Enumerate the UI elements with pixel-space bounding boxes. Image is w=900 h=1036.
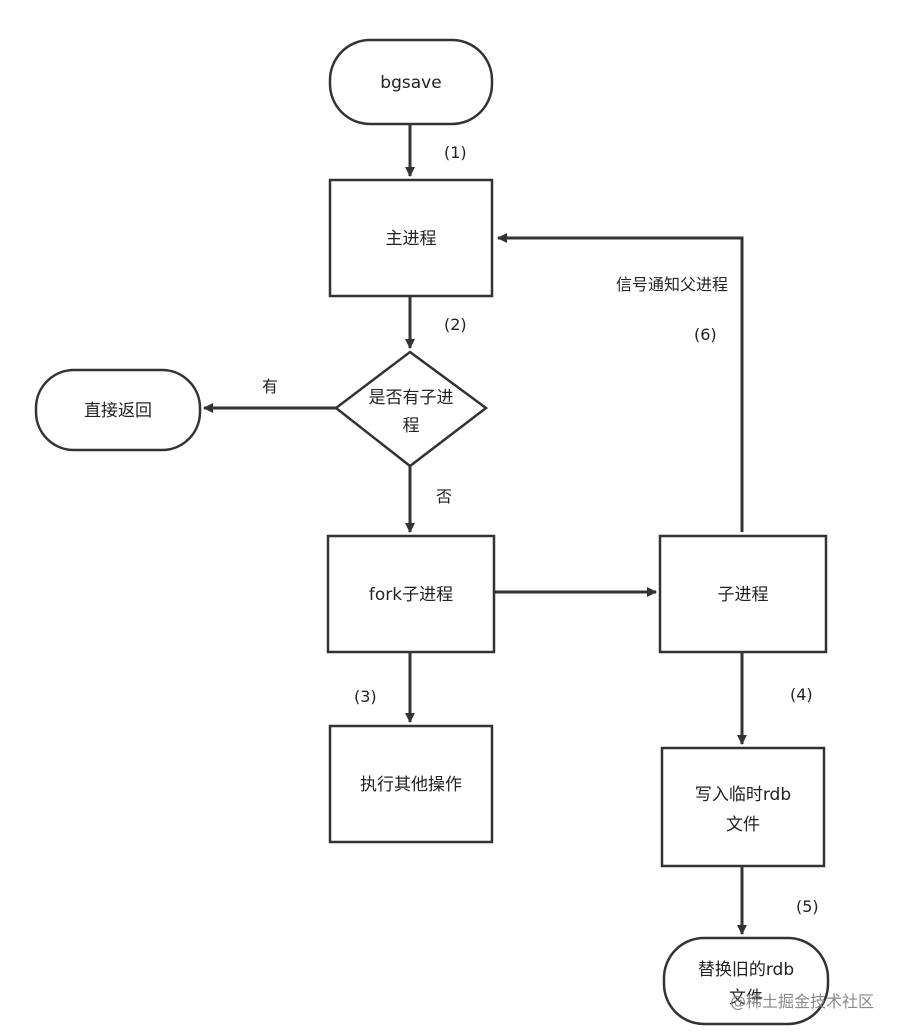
label-write-tmp-line1: 写入临时rdb — [695, 785, 791, 805]
label-bgsave: bgsave — [380, 73, 441, 93]
label-replace-old-line1: 替换旧的rdb — [698, 960, 794, 980]
node-write-tmp — [660, 746, 826, 868]
label-child-process: 子进程 — [718, 585, 769, 605]
label-fork-child: fork子进程 — [369, 585, 453, 605]
label-other-ops: 执行其他操作 — [360, 775, 462, 795]
node-main-process — [328, 178, 494, 298]
label-step-2: (2) — [444, 315, 467, 334]
label-step-1: (1) — [444, 143, 467, 162]
label-signal-parent: 信号通知父进程 — [616, 275, 728, 294]
node-labels: bgsave 主进程 是否有子进 程 直接返回 fork子进程 子进程 执行其他… — [84, 73, 794, 1008]
nodes — [34, 38, 830, 1026]
label-yes: 有 — [262, 377, 278, 396]
watermark: @稀土掘金技术社区 — [729, 992, 874, 1011]
label-write-tmp-line2: 文件 — [726, 815, 760, 835]
label-main-process: 主进程 — [386, 229, 437, 249]
edges — [203, 124, 747, 935]
label-step-5: (5) — [796, 897, 819, 916]
node-fork-child — [326, 534, 496, 654]
label-return-directly: 直接返回 — [84, 401, 152, 421]
edge-labels: (1) (2) 有 否 (3) (4) (5) 信号通知父进程 (6) — [262, 143, 819, 916]
node-other-ops — [328, 724, 494, 844]
node-return-directly — [34, 368, 202, 452]
label-has-child-line2: 程 — [403, 416, 420, 436]
label-step-6: (6) — [694, 325, 717, 344]
label-step-4: (4) — [790, 685, 813, 704]
node-bgsave — [328, 38, 494, 126]
node-has-child-decision — [333, 350, 489, 468]
label-replace-old-line2: 文件 — [729, 988, 763, 1008]
label-no: 否 — [436, 487, 452, 506]
node-child-process — [658, 534, 828, 654]
edge-child-signal-parent — [497, 233, 744, 532]
label-has-child-line1: 是否有子进 — [369, 388, 454, 408]
node-replace-old — [662, 936, 830, 1026]
label-step-3: (3) — [354, 687, 377, 706]
